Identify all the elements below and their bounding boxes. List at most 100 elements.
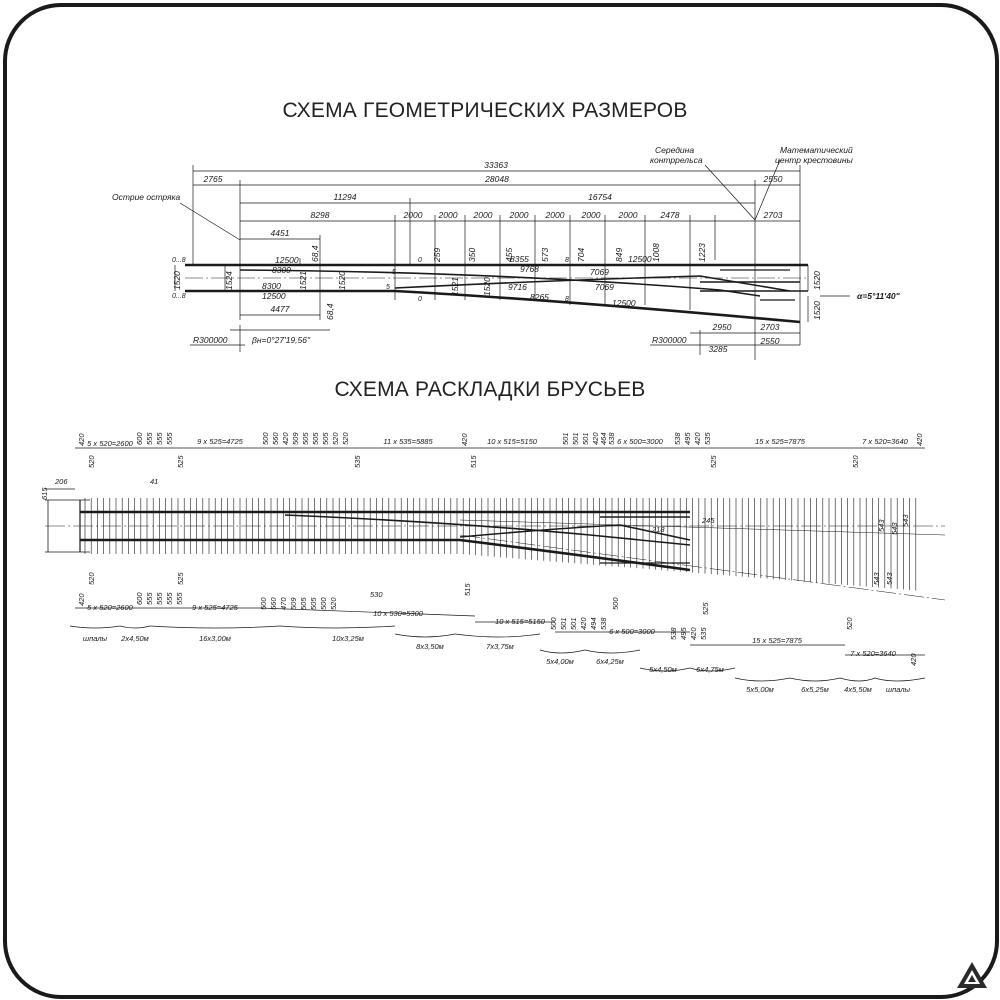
ts2-7: 520	[331, 432, 340, 445]
eight-b: 8	[565, 296, 569, 303]
ts2-4: 505	[301, 432, 310, 445]
ord-350: 350	[467, 248, 477, 262]
dim-8298: 8298	[311, 210, 330, 220]
ts2-0: 500	[261, 432, 270, 445]
top-group-3: 11 x 535=5885	[383, 437, 433, 446]
bot-group-2: 9 x 525=4725	[192, 603, 238, 612]
bs4-0: 538	[669, 627, 678, 640]
callout-guardrail-2: контррельса	[650, 155, 703, 165]
step-7: 2000	[618, 210, 638, 220]
ts1-1: 555	[145, 432, 154, 445]
bs1-4: 555	[175, 592, 184, 605]
step-5: 2000	[545, 210, 565, 220]
tm-525-a: 525	[176, 455, 185, 468]
tie-group-7: 5x4,00м	[546, 657, 574, 666]
tie-group-4: 10x3,25м	[332, 634, 364, 643]
tm-515-a: 515	[469, 455, 478, 468]
dim-16754: 16754	[588, 192, 612, 202]
step-3: 2000	[473, 210, 493, 220]
bm-543-b: 543	[890, 522, 899, 535]
n8355: 8355	[510, 254, 529, 264]
n8265: 8265	[530, 292, 549, 302]
bm-543-d: 543	[872, 572, 881, 585]
top-group-5: 6 x 500=3000	[617, 437, 663, 446]
bs4-2: 420	[689, 627, 698, 640]
bot-group-6: 15 x 525=7875	[752, 636, 803, 645]
ts3-4: 464	[599, 432, 608, 445]
r12500-a: 12500	[275, 255, 299, 265]
ts2-2: 420	[281, 432, 290, 445]
dim-rear: 28048	[484, 174, 509, 184]
bs1-3: 555	[165, 592, 174, 605]
tie-group-1: шпалы	[83, 634, 108, 643]
brand-logo-icon	[957, 962, 987, 988]
ts4-2: 420	[693, 432, 702, 445]
bm-245: 245	[701, 516, 715, 525]
lord-1520-a: 1520	[337, 271, 347, 290]
ts4-0: 538	[673, 432, 682, 445]
dim-total: 33363	[484, 160, 508, 170]
frame-border	[3, 3, 999, 999]
r12500-d: 12500	[612, 298, 636, 308]
ts3-0: 501	[561, 432, 570, 445]
bs3-5: 538	[599, 617, 608, 630]
tie-group-10: 6x4,75м	[696, 665, 724, 674]
bs1-0: 600	[135, 592, 144, 605]
gauge-left: 1520	[172, 271, 182, 290]
top-group-6: 15 x 525=7875	[755, 437, 806, 446]
bm-420-a: 420	[77, 593, 86, 606]
n9716: 9716	[508, 282, 527, 292]
bs3-3: 420	[579, 617, 588, 630]
ts1-3: 555	[165, 432, 174, 445]
n1520-r2: 1520	[812, 301, 822, 320]
eight-a: 8	[565, 257, 569, 264]
bot-group-5: 6 x 500=3000	[609, 627, 655, 636]
top-group-7: 7 x 520=3640	[862, 437, 908, 446]
bs3-0: 500	[549, 617, 558, 630]
ts1-0: 600	[135, 432, 144, 445]
bm-500: 500	[611, 597, 620, 610]
tie-group-12: 6x5,25м	[801, 685, 829, 694]
bot-group-4: 10 x 515=5150	[495, 617, 546, 626]
tie-group-6: 7x3,75м	[486, 642, 514, 651]
ts2-5: 505	[311, 432, 320, 445]
ord-573: 573	[540, 248, 550, 262]
callout-frog-1: Математический	[780, 145, 853, 155]
tm-520-b: 520	[851, 455, 860, 468]
ord-455: 455	[504, 248, 514, 262]
dim-2950: 2950	[712, 322, 732, 332]
bs3-4: 494	[589, 617, 598, 630]
ts1-2: 555	[155, 432, 164, 445]
tm-535-a: 535	[353, 455, 362, 468]
lord-1521-b: 1521	[450, 277, 460, 296]
bm-543-c: 543	[901, 514, 910, 527]
tm-615: 615	[40, 487, 49, 500]
callout-frog-2: центр крестовины	[775, 155, 854, 165]
tie-set	[84, 498, 917, 591]
bot-group-3: 10 x 530=5300	[373, 609, 424, 618]
bm-520-b: 520	[845, 617, 854, 630]
ts3-3: 420	[591, 432, 600, 445]
tm-420-b: 420	[460, 433, 469, 446]
bs3-1: 501	[559, 617, 568, 630]
bs2-6: 500	[319, 597, 328, 610]
tie-group-2: 2x4,50м	[120, 634, 149, 643]
n7069-a: 7069	[590, 267, 609, 277]
ts4-3: 535	[703, 432, 712, 445]
callout-switch-point: Острие остряка	[112, 192, 181, 202]
bm-530: 530	[370, 590, 383, 599]
bm-543-e: 543	[885, 572, 894, 585]
tm-420-c: 420	[915, 433, 924, 446]
alpha-angle: α=5°11'40"	[857, 291, 901, 301]
five-b: 5	[386, 284, 390, 291]
ord-1223: 1223	[697, 243, 707, 262]
bm-520-a: 520	[87, 572, 96, 585]
step-2: 2000	[438, 210, 458, 220]
tm-520-a: 520	[87, 455, 96, 468]
ts3-1: 501	[571, 432, 580, 445]
step-6: 2000	[581, 210, 601, 220]
bs1-2: 555	[155, 592, 164, 605]
dim-2550-top: 2550	[763, 174, 783, 184]
r12500-c: 12500	[628, 254, 652, 264]
five-a: 5	[392, 269, 396, 276]
